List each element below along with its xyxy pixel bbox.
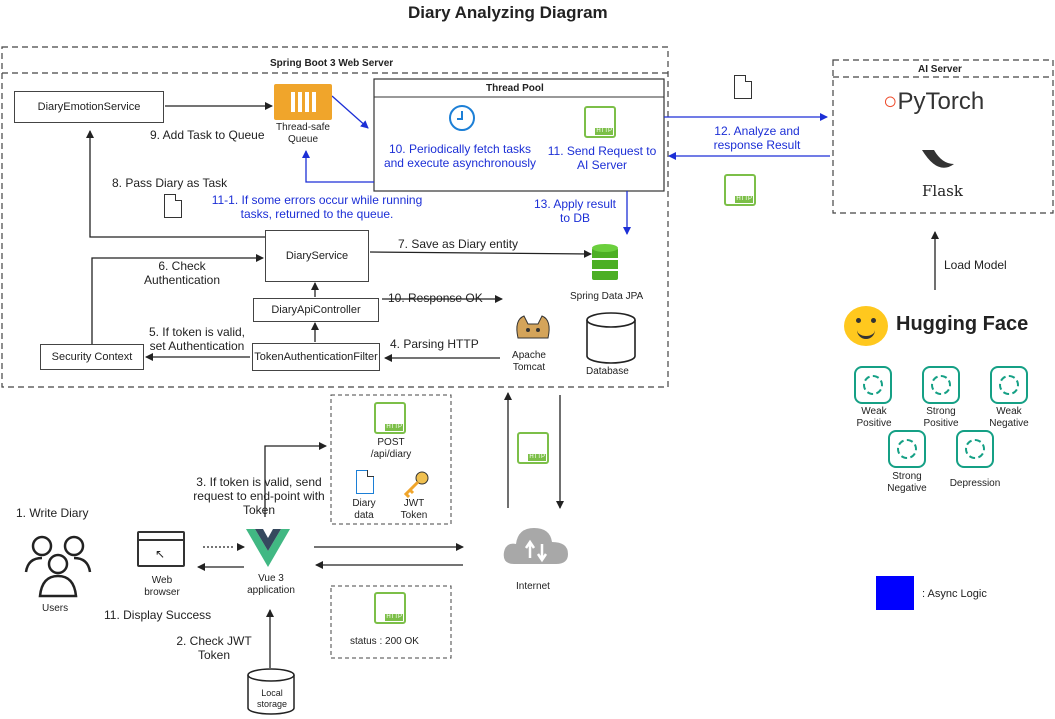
step-1-label: 1. Write Diary — [16, 506, 89, 520]
async-legend-swatch — [876, 576, 914, 610]
model-icon — [990, 366, 1028, 404]
users-label: Users — [42, 603, 69, 614]
http-icon: HTTP — [517, 432, 549, 464]
token-filter-box: TokenAuthenticationFilter — [252, 343, 380, 371]
flask-label: Flask — [922, 182, 963, 200]
document-icon — [734, 75, 752, 99]
model-icon — [956, 430, 994, 468]
step-3-label: 3. If token is valid, send request to en… — [193, 475, 325, 517]
spring-data-jpa-icon — [592, 244, 618, 280]
thread-pool-label: Thread Pool — [486, 83, 544, 94]
step-9-label: 9. Add Task to Queue — [150, 128, 265, 142]
step-11-display-label: 11. Display Success — [104, 608, 212, 622]
spring-data-jpa-label: Spring Data JPA — [570, 291, 644, 302]
jwt-token-label: JWT Token — [400, 498, 428, 521]
database-icon — [586, 312, 636, 364]
tomcat-label: Apache Tomcat — [512, 350, 546, 373]
response-status-label: status : 200 OK — [350, 636, 419, 647]
internet-label: Internet — [516, 581, 550, 592]
step-10-response-label: 10. Response OK — [388, 291, 483, 305]
thread-pool-frame — [373, 78, 665, 192]
tomcat-icon — [516, 315, 550, 339]
document-icon — [164, 194, 182, 218]
model-icon — [888, 430, 926, 468]
step-13-label: 13. Apply result to DB — [533, 197, 617, 225]
local-storage-icon — [247, 668, 295, 715]
step-5-label: 5. If token is valid, set Authentication — [148, 325, 246, 353]
vue-app-label: Vue 3 application — [247, 573, 295, 596]
vue-logo-icon — [246, 529, 290, 567]
request-frame — [330, 394, 452, 525]
queue-icon — [274, 84, 332, 120]
web-browser-icon: ↖ — [137, 531, 185, 567]
model-label: Weak Positive — [856, 406, 892, 429]
step-12-label: 12. Analyze and response Result — [713, 124, 801, 152]
diary-api-controller-box: DiaryApiController — [253, 298, 379, 322]
step-11-async-label: 11. Send Request to AI Server — [547, 144, 657, 172]
internet-cloud-icon — [503, 528, 568, 564]
pytorch-flame-icon: ○ — [883, 88, 898, 115]
flask-horn-icon — [922, 150, 954, 168]
http-icon: HTTP — [374, 402, 406, 434]
model-label: Weak Negative — [989, 406, 1029, 429]
key-icon — [403, 471, 429, 498]
security-context-box: Security Context — [40, 344, 144, 370]
users-icon — [24, 535, 92, 598]
queue-label: Thread-safe Queue — [276, 122, 330, 145]
hugging-face-label: Hugging Face — [896, 313, 1029, 335]
model-label: Depression — [949, 478, 1001, 489]
web-browser-label: Web browser — [144, 575, 180, 598]
web-server-frame — [1, 46, 669, 388]
step-11-1-label: 11-1. If some errors occur while running… — [211, 193, 423, 221]
step-2-label: 2. Check JWT Token — [176, 634, 252, 662]
model-label: Strong Negative — [887, 471, 927, 494]
local-storage-label: Local storage — [256, 688, 288, 709]
http-icon: HTTP — [724, 174, 756, 206]
step-8-label: 8. Pass Diary as Task — [112, 176, 228, 190]
http-icon: HTTP — [584, 106, 616, 138]
pytorch-logo: ○PyTorch — [883, 88, 985, 115]
clock-icon — [449, 105, 475, 131]
step-6-label: 6. Check Authentication — [143, 259, 221, 287]
diary-data-label: Diary data — [352, 498, 376, 521]
ai-server-frame — [832, 59, 1054, 214]
response-frame — [330, 585, 452, 659]
model-label: Strong Positive — [923, 406, 959, 429]
diary-emotion-service-box: DiaryEmotionService — [14, 91, 164, 123]
ai-server-label: AI Server — [918, 64, 962, 75]
step-7-label: 7. Save as Diary entity — [398, 237, 519, 251]
request-endpoint-label: POST /api/diary — [370, 437, 412, 460]
load-model-label: Load Model — [944, 258, 1007, 272]
model-icon — [922, 366, 960, 404]
database-label: Database — [586, 366, 629, 377]
step-4-label: 4. Parsing HTTP — [390, 337, 479, 351]
async-legend-label: : Async Logic — [922, 588, 987, 600]
model-icon — [854, 366, 892, 404]
diagram-title: Diary Analyzing Diagram — [408, 3, 608, 22]
http-icon: HTTP — [374, 592, 406, 624]
step-10-async-label: 10. Periodically fetch tasks and execute… — [383, 142, 537, 170]
diary-data-icon — [356, 470, 374, 494]
web-server-label: Spring Boot 3 Web Server — [270, 58, 394, 69]
diary-service-box: DiaryService — [265, 230, 369, 282]
hugging-face-icon — [844, 306, 888, 346]
